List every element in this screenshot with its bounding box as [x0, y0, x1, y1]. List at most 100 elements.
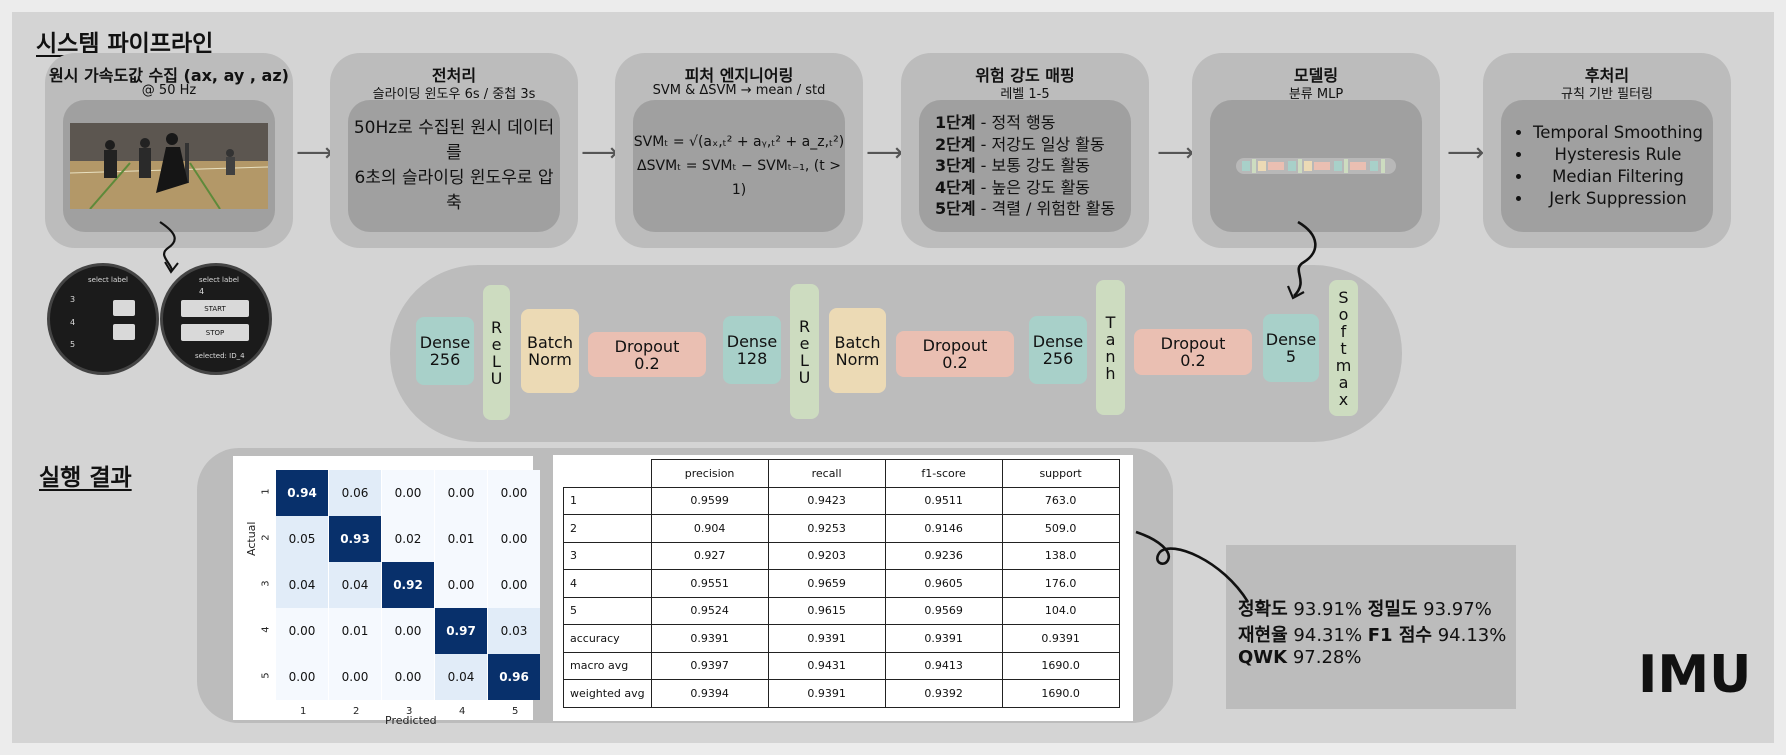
pipeline-heading: 시스템 파이프라인: [36, 31, 214, 57]
list-item: Temporal Smoothing: [1533, 122, 1703, 144]
watch-header: select label: [88, 276, 128, 284]
cm-cell: 0.04: [435, 654, 487, 700]
cm-cell: 0.02: [382, 516, 434, 562]
preproc-line: 50Hz로 수집된 원시 데이터를: [353, 118, 555, 163]
report-cell: macro avg: [563, 651, 652, 680]
stage-subtitle: 슬라이딩 윈도우 6s / 중첩 3s: [372, 87, 536, 102]
postprocess-list: Temporal Smoothing Hysteresis Rule Media…: [1511, 122, 1703, 210]
mlp-thumbnail: [1236, 158, 1396, 174]
report-cell: 3: [563, 541, 652, 570]
stage-inner: 1단계 - 정적 행동 2단계 - 저강도 일상 활동 3단계 - 보통 강도 …: [919, 100, 1131, 232]
report-cell: 0.9511: [884, 486, 1003, 515]
watch-button[interactable]: [113, 324, 135, 340]
cm-cell: 0.00: [276, 654, 328, 700]
stage-inner: Temporal Smoothing Hysteresis Rule Media…: [1501, 100, 1713, 232]
cm-y-tick: 3: [260, 580, 272, 587]
cm-cell: 0.97: [435, 608, 487, 654]
report-cell: 0.9394: [650, 679, 769, 708]
stage-subtitle: 규칙 기반 필터링: [1561, 87, 1653, 102]
flow-arrow: ⟶: [581, 138, 619, 168]
report-cell: 104.0: [1001, 596, 1120, 625]
report-cell: 0.9203: [767, 541, 886, 570]
cm-x-tick: 5: [512, 706, 519, 717]
cm-cell: 0.00: [382, 608, 434, 654]
cm-cell: 0.05: [276, 516, 328, 562]
cm-x-tick: 2: [353, 706, 360, 717]
cm-cell: 0.00: [382, 654, 434, 700]
stage-preprocessing: 전처리 슬라이딩 윈도우 6s / 중첩 3s 50Hz로 수집된 원시 데이터…: [330, 53, 578, 248]
start-button[interactable]: START: [181, 300, 249, 317]
cm-ylabel: Actual: [245, 521, 258, 556]
stage-title: 전처리: [431, 66, 477, 85]
brand-wordmark: IMU: [1638, 645, 1752, 705]
report-cell: 0.9253: [767, 514, 886, 543]
watch-header: select label: [199, 276, 239, 284]
stage-inner: [63, 100, 275, 232]
stage-title: 후처리: [1584, 66, 1630, 85]
cm-cell: 0.01: [435, 516, 487, 562]
report-cell: 0.9391: [767, 624, 886, 653]
report-cell: 0.927: [650, 541, 769, 570]
report-cell: 1690.0: [1001, 651, 1120, 680]
cm-xlabel: Predicted: [385, 714, 437, 727]
stage-subtitle: 레벨 1-5: [1000, 87, 1050, 102]
stage-title: 모델링: [1293, 66, 1339, 85]
report-cell: weighted avg: [563, 679, 652, 708]
stage-title: 원시 가속도값 수집 (ax, ay , az): [49, 66, 289, 85]
report-cell: 0.9569: [884, 596, 1003, 625]
cm-cell: 0.00: [329, 654, 381, 700]
flow-arrow: ⟶: [1157, 138, 1195, 168]
report-cell: 0.9551: [650, 569, 769, 598]
svm-formula: SVMₜ = √(aₓ,ₜ² + aᵧ,ₜ² + a_z,ₜ²): [633, 134, 845, 150]
report-cell: 0.9391: [884, 624, 1003, 653]
report-cell: 1: [563, 486, 652, 515]
report-cell: 0.9524: [650, 596, 769, 625]
preproc-line: 6초의 슬라이딩 윈도우로 압축: [354, 168, 554, 213]
stop-button[interactable]: STOP: [181, 324, 249, 341]
stage-title: 위험 강도 매핑: [975, 66, 1075, 85]
cm-x-tick: 1: [300, 706, 307, 717]
cm-cell: 0.00: [488, 562, 540, 608]
report-cell: 176.0: [1001, 569, 1120, 598]
report-cell: 0.9431: [767, 651, 886, 680]
report-cell: 138.0: [1001, 541, 1120, 570]
report-cell: 0.9236: [884, 541, 1003, 570]
list-item: Median Filtering: [1533, 166, 1703, 188]
stage-title: 피처 엔지니어링: [684, 66, 794, 85]
list-item: Hysteresis Rule: [1533, 144, 1703, 166]
report-cell: 0.9391: [1001, 624, 1120, 653]
metrics-summary: 정확도 93.91% 정밀도 93.97% 재현율 94.31% F1 점수 9…: [1226, 545, 1516, 709]
level-item: 5단계 - 격렬 / 위험한 활동: [935, 199, 1116, 219]
report-cell: 2: [563, 514, 652, 543]
stage-inner: SVMₜ = √(aₓ,ₜ² + aᵧ,ₜ² + a_z,ₜ²) ΔSVMₜ =…: [633, 100, 845, 232]
cm-cell: 0.00: [435, 470, 487, 516]
report-cell: accuracy: [563, 624, 652, 653]
level-item: 1단계 - 정적 행동: [935, 113, 1056, 133]
report-cell: 0.9605: [884, 569, 1003, 598]
cm-cell: 0.03: [488, 608, 540, 654]
flow-arrow: ⟶: [1447, 138, 1485, 168]
cm-cell: 0.00: [382, 470, 434, 516]
cm-cell: 0.04: [329, 562, 381, 608]
metric-line: QWK 97.28%: [1238, 647, 1362, 668]
watch-button[interactable]: [113, 300, 135, 316]
report-column-header: recall: [767, 459, 886, 488]
level-item: 2단계 - 저강도 일상 활동: [935, 134, 1105, 154]
cm-y-tick: 4: [260, 626, 272, 633]
cm-cell: 0.00: [488, 516, 540, 562]
cm-y-tick: 1: [260, 488, 272, 495]
